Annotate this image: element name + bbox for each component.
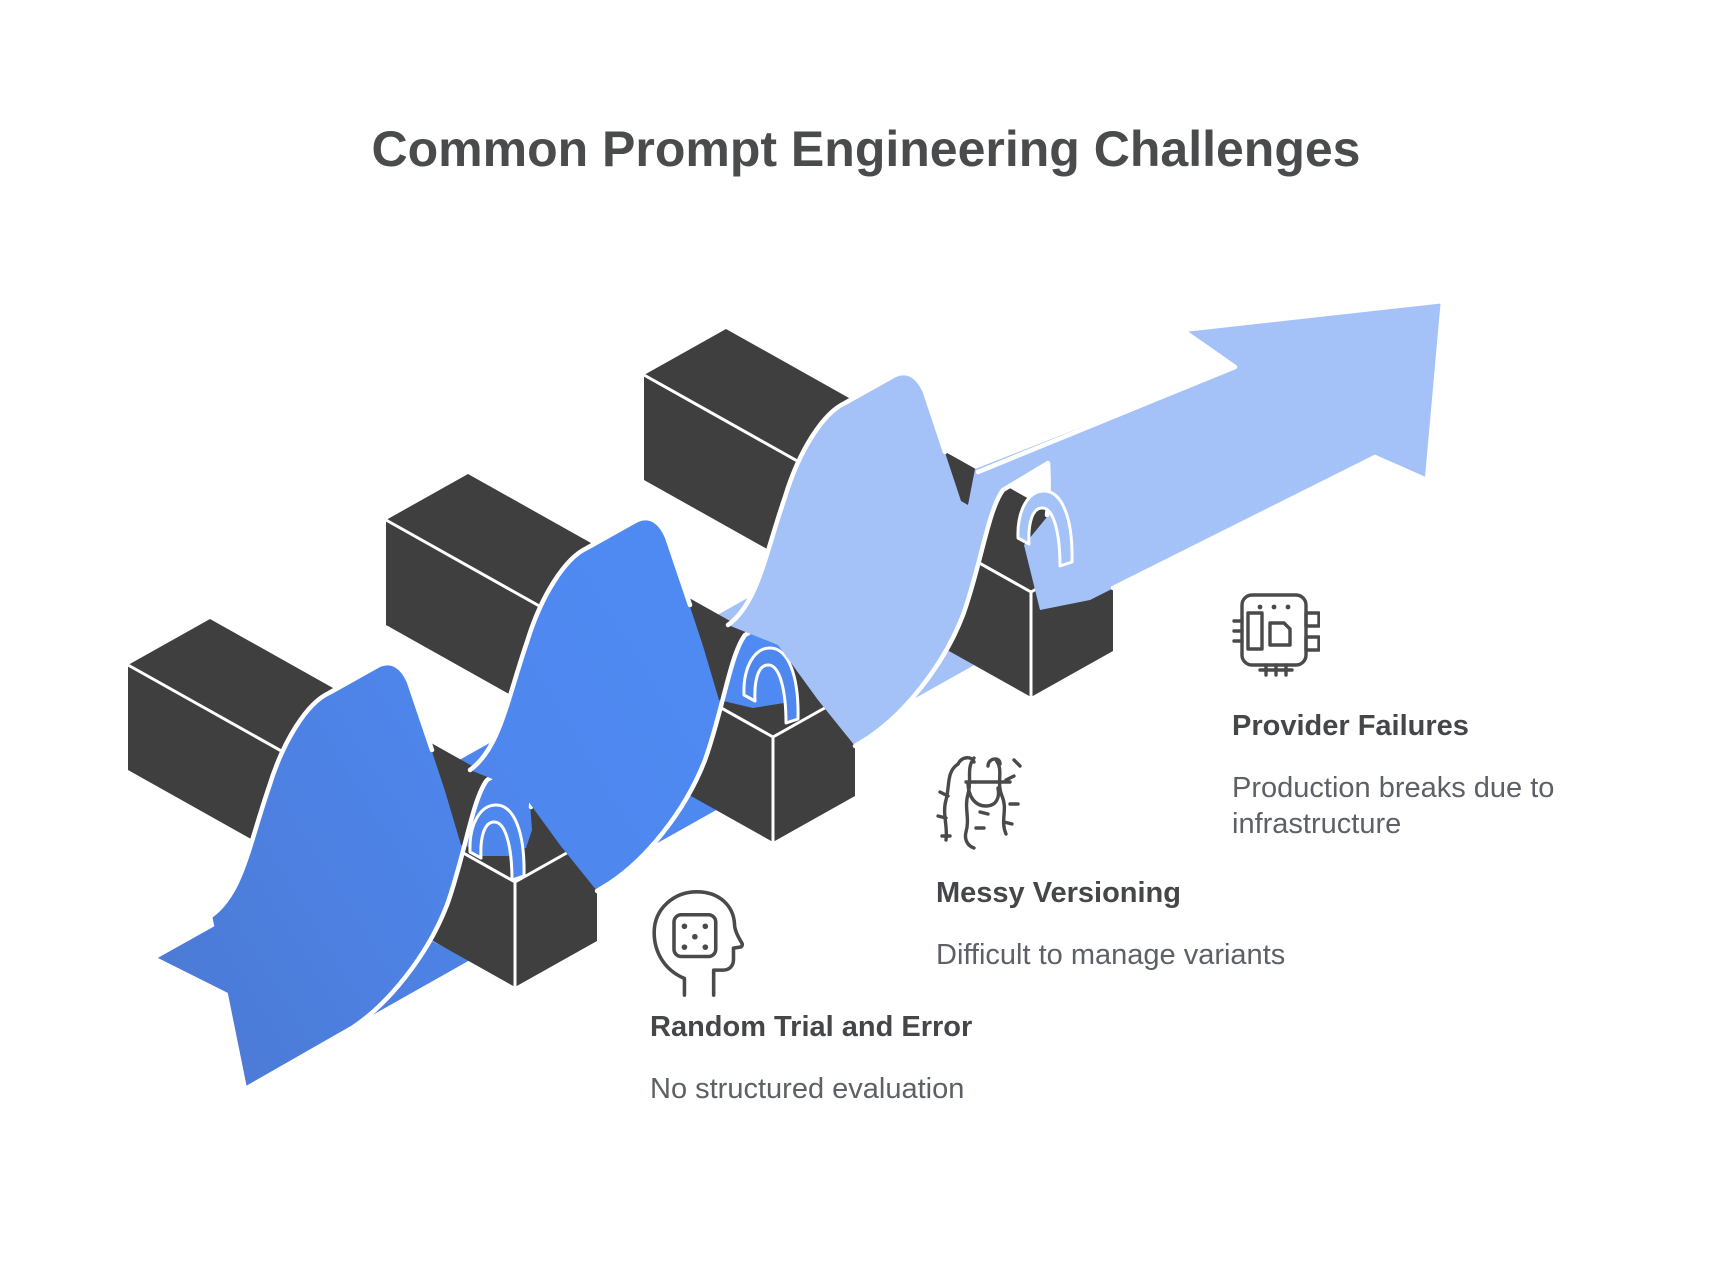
ribbon-hump-3-near-edge	[852, 460, 1051, 749]
challenge-random-trial: Random Trial and Error No structured eva…	[650, 886, 1070, 1107]
challenge-description: Difficult to manage variants	[936, 938, 1286, 971]
ribbon-hump-2-far-edge	[467, 515, 693, 773]
head-dice-icon	[652, 890, 745, 997]
ribbon-curl-2	[742, 646, 800, 725]
ribbon-hump-3-and-arrow	[728, 301, 1443, 746]
challenge-description: No structured evaluation	[650, 1072, 965, 1105]
challenge-messy-versioning: Messy Versioning Difficult to manage var…	[936, 752, 1356, 973]
arrow-outline	[975, 298, 1446, 591]
page-title: Common Prompt Engineering Challenges	[371, 120, 1361, 177]
challenge-description: Production breaks due to infrastructure	[1232, 771, 1555, 841]
ribbon-hump-1-far-edge	[209, 660, 435, 918]
challenge-heading: Provider Failures	[1232, 710, 1469, 742]
tangle-icon	[936, 756, 1022, 850]
challenge-heading: Messy Versioning	[936, 877, 1181, 909]
ribbon-curl-1	[468, 803, 526, 882]
ribbon-curl-3	[1016, 489, 1074, 568]
challenge-heading: Random Trial and Error	[650, 1011, 973, 1043]
ribbon-hump-2	[470, 518, 791, 891]
chip-icon	[1232, 593, 1320, 677]
ribbon-hump-1	[212, 663, 533, 1088]
ribbon-hump-3-far-edge	[725, 370, 948, 628]
challenge-provider-failures: Provider Failures Production breaks due …	[1232, 586, 1602, 842]
